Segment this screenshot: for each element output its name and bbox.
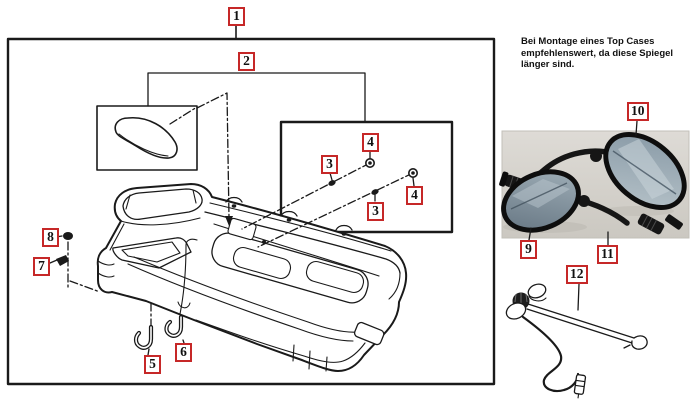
photo-callout-lines	[529, 121, 637, 310]
bolt-8-drawing	[56, 232, 100, 292]
callout-11: 11	[597, 245, 618, 264]
callout-10: 10	[627, 102, 649, 121]
hook-5-drawing	[136, 303, 151, 355]
callout-3b: 3	[367, 202, 384, 221]
pad-position-leader	[197, 93, 233, 226]
note-line-3: länger sind.	[521, 59, 575, 70]
screw-hardware-drawing	[242, 159, 417, 247]
note-text: Bei Montage eines Top Cases empfehlenswe…	[521, 36, 693, 71]
cable-12-drawing	[504, 282, 647, 399]
bracket-7-drawing	[50, 255, 69, 266]
callout-1: 1	[228, 7, 245, 26]
callout-12: 12	[566, 265, 588, 284]
callout-connector-lines	[148, 26, 414, 201]
luggage-rack-drawing	[98, 184, 406, 371]
backrest-pad-box	[97, 106, 197, 170]
main-diagram-frame	[8, 39, 494, 384]
callout-5: 5	[144, 355, 161, 374]
note-line-2: empfehlenswert, da diese Spiegel	[521, 47, 674, 59]
callout-6: 6	[175, 343, 192, 362]
callout-7: 7	[33, 257, 50, 276]
hook-6-drawing	[166, 239, 197, 343]
note-line-1: Bei Montage eines Top Cases	[521, 36, 655, 47]
mirror-photo	[495, 120, 693, 241]
callout-2: 2	[238, 52, 255, 71]
callout-4a: 4	[362, 133, 379, 152]
callout-8: 8	[42, 228, 59, 247]
hardware-box	[281, 122, 452, 232]
callout-3a: 3	[321, 155, 338, 174]
callout-9: 9	[520, 240, 537, 259]
mirror-9	[495, 161, 683, 235]
callout-4b: 4	[406, 186, 423, 205]
